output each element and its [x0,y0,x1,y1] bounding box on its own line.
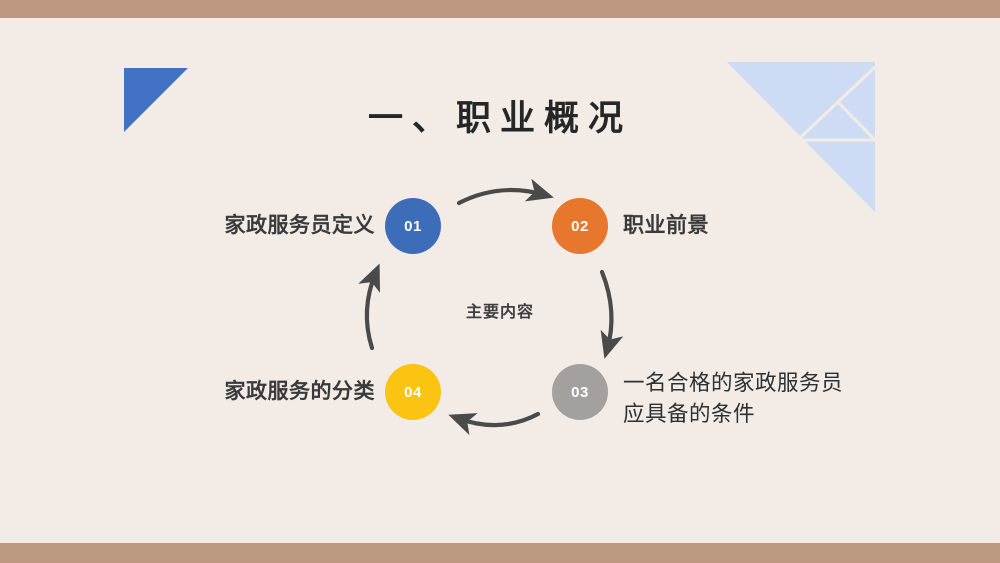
cycle-node-04[interactable]: 04 [385,364,441,420]
cycle-node-01-label: 家政服务员定义 [224,214,375,237]
cycle-node-02-label: 职业前景 [623,214,709,237]
cycle-node-03-number: 03 [571,383,589,401]
cycle-node-01[interactable]: 01 [385,198,441,254]
cycle-node-04-label: 家政服务的分类 [224,380,375,403]
cycle-node-02-number: 02 [571,217,589,235]
cycle-node-03[interactable]: 03 [552,364,608,420]
cycle-node-01-number: 01 [404,217,422,235]
cycle-node-02[interactable]: 02 [552,198,608,254]
top-accent-bar [0,0,1000,18]
arrow-03-to-04 [448,411,541,436]
arrow-01-to-02 [456,178,554,206]
cycle-node-03-label: 一名合格的家政服务员应具备的条件 [623,371,844,427]
cycle-node-04-number: 04 [404,383,422,401]
cycle-center-label: 主要内容 [465,304,534,321]
triangle-tangram-light-icon [727,62,877,212]
bottom-accent-bar [0,543,1000,563]
page-title: 一、职业概况 [367,99,632,138]
tangram-svg [727,62,877,212]
